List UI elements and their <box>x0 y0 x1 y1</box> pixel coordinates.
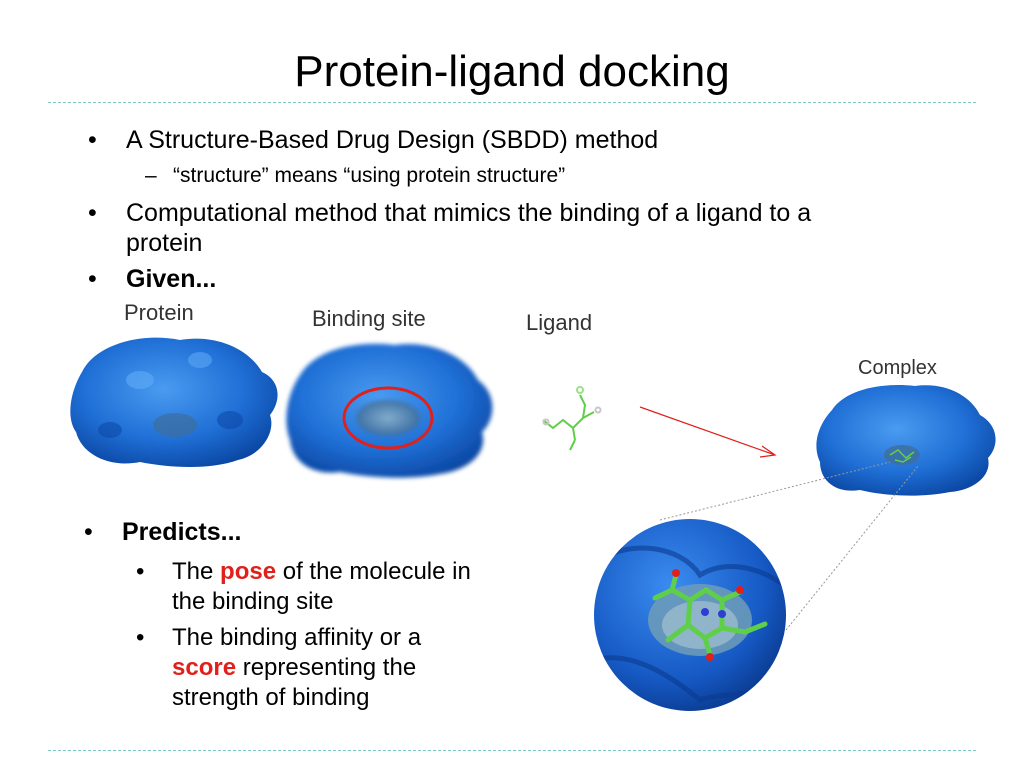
top-divider <box>48 102 976 103</box>
predicts-item-pose: • The pose of the molecule in the bindin… <box>136 557 471 617</box>
bullet-marker: • <box>88 199 97 227</box>
zoomed-binding-pocket <box>594 519 786 711</box>
score-line3: strength of binding <box>172 684 370 711</box>
bullet-sbdd-text: A Structure-Based Drug Design (SBDD) met… <box>126 126 659 154</box>
label-complex: Complex <box>858 357 937 379</box>
bullet-given: • Given... <box>88 264 217 294</box>
sub-bullet-structure-text: “structure” means “using protein structu… <box>173 164 566 187</box>
bullet-predicts-text: Predicts... <box>122 518 242 546</box>
pose-line2: the binding site <box>172 588 334 615</box>
bullet-computational-line1: Computational method that mimics the bin… <box>126 199 812 227</box>
protein-surface <box>70 337 278 467</box>
bullet-given-text: Given... <box>126 265 217 293</box>
predicts-item-score: • The binding affinity or a score repres… <box>136 623 422 713</box>
label-protein: Protein <box>124 300 194 325</box>
bullet-computational-line2: protein <box>126 229 203 257</box>
sub-bullet-structure: – “structure” means “using protein struc… <box>145 163 566 189</box>
bullet-predicts: • Predicts... <box>84 517 242 547</box>
bottom-divider <box>48 750 976 751</box>
score-line1: The binding affinity or a <box>172 624 422 651</box>
pose-suffix: of the molecule in <box>276 558 471 585</box>
arrow-to-complex <box>639 406 777 458</box>
binding-site-protein <box>286 343 493 478</box>
score-emphasis: score <box>172 654 237 681</box>
label-ligand: Ligand <box>526 310 593 335</box>
bullet-marker: • <box>88 265 97 293</box>
complex-protein <box>816 385 996 496</box>
pose-emphasis: pose <box>220 558 277 585</box>
ligand-molecule <box>542 386 602 451</box>
bullet-sbdd: • A Structure-Based Drug Design (SBDD) m… <box>88 125 659 155</box>
zoom-connectors <box>659 461 919 631</box>
bullet-marker: • <box>136 558 145 585</box>
dash-marker: – <box>145 164 157 187</box>
label-binding-site: Binding site <box>312 306 426 331</box>
bullet-marker: • <box>84 518 93 546</box>
bullet-computational: • Computational method that mimics the b… <box>88 198 812 258</box>
bullet-marker: • <box>136 624 145 651</box>
pose-prefix: The <box>172 558 221 585</box>
score-suffix: representing the <box>236 654 417 681</box>
bullet-marker: • <box>88 126 97 154</box>
slide-title: Protein-ligand docking <box>294 47 730 96</box>
